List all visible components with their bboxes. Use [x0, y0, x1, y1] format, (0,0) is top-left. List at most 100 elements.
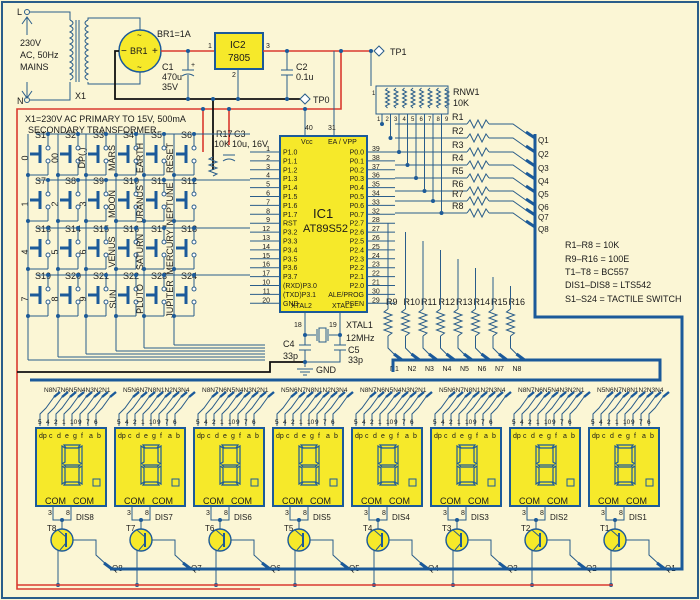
- display-bus-label: N8N7N6N5N4N3N2N1: [202, 387, 269, 394]
- display-pin-number: 7: [323, 419, 327, 426]
- segment-letter: a: [642, 433, 646, 440]
- segment-letter: b: [650, 433, 654, 440]
- segment-icon: [456, 464, 461, 486]
- pin-number: 28: [372, 217, 380, 224]
- transistor-label: T8: [47, 524, 57, 533]
- parts-list-item: T1–T8 = BC557: [565, 267, 629, 277]
- pin-number: 21: [372, 280, 380, 287]
- display-pin-number: 2: [291, 419, 295, 426]
- q-bus-label: Q2: [538, 150, 549, 159]
- segment-letter: dp: [355, 433, 363, 440]
- secondary-coil: [84, 19, 90, 81]
- pin-number: 15: [262, 253, 270, 260]
- decimal-point-icon: [171, 478, 180, 487]
- segment-icon: [552, 444, 557, 466]
- segment-icon: [377, 464, 382, 486]
- rnw-pin-number: 8: [437, 117, 441, 123]
- segment-letter: dp: [513, 433, 521, 440]
- mcu-right-pins: 39P0.038P0.137P0.236P0.335P0.434P0.533P0…: [328, 146, 395, 308]
- pin-name: P0.5: [350, 194, 365, 201]
- display-pin-number: 4: [441, 419, 445, 426]
- pin-number: 10: [262, 280, 270, 287]
- parts-list-item: R1–R8 = 10K: [565, 240, 619, 250]
- tactile-switch[interactable]: S10: [20, 130, 51, 175]
- switch-id: S19: [35, 271, 51, 281]
- display-pin-number: 1: [457, 419, 461, 426]
- pin-name: P0.1: [350, 158, 365, 165]
- segment-icon: [299, 464, 319, 468]
- display-name: DIS8: [76, 513, 94, 522]
- regulator-name: IC2: [230, 40, 246, 51]
- switch-id: S20: [65, 271, 81, 281]
- segment-letter: f: [239, 433, 241, 440]
- resistor-icon: [400, 308, 411, 337]
- segment-icon: [631, 444, 636, 466]
- tactile-switch[interactable]: S71: [20, 176, 51, 221]
- display-pin-number: 5: [38, 419, 42, 426]
- pin-number: 9: [266, 217, 270, 224]
- segment-letter: b: [97, 433, 101, 440]
- segment-icon: [78, 464, 83, 486]
- pin-number: 11: [263, 288, 270, 295]
- pin-name: P2.2: [350, 265, 365, 272]
- segment-letter: dp: [592, 433, 600, 440]
- pin-number: 35: [372, 182, 380, 189]
- segment-icon: [78, 444, 83, 466]
- pin-name: P2.4: [350, 247, 365, 254]
- switch-label: 1: [20, 201, 30, 206]
- segment-icon: [219, 444, 224, 466]
- display-pin-number: 6: [489, 419, 493, 426]
- segment-letter: g: [73, 433, 77, 440]
- mains-voltage: 230V: [20, 38, 41, 48]
- rnw-pin-number: 6: [420, 117, 424, 123]
- resistor-icon: [435, 308, 446, 337]
- segment-letter: e: [302, 433, 306, 440]
- q-bus-label: Q1: [538, 136, 549, 145]
- decimal-point-icon: [566, 478, 575, 487]
- switch-id: S16: [123, 224, 139, 234]
- pin-number: 31: [328, 125, 336, 132]
- live-label: L: [17, 7, 22, 17]
- transistor-label: T2: [521, 524, 531, 533]
- display-pin-number: 9: [552, 419, 556, 426]
- display-name: DIS1: [629, 513, 647, 522]
- segment-letter: f: [634, 433, 636, 440]
- parts-list-item: S1–S24 = TACTILE SWITCH: [565, 294, 681, 304]
- segment-letter: e: [539, 433, 543, 440]
- tactile-switch[interactable]: S82: [50, 176, 81, 221]
- com-label: COM: [440, 496, 461, 506]
- display-pin-number: 9: [394, 419, 398, 426]
- com-label: COM: [361, 496, 382, 506]
- pin-name: P1.2: [283, 167, 298, 174]
- segment-letter: d: [136, 433, 140, 440]
- tactile-switch[interactable]: S93: [78, 176, 109, 221]
- display-pin-number: 5: [512, 419, 516, 426]
- n-bus-label: N6: [478, 366, 487, 373]
- mcu-part: AT89S52: [303, 223, 348, 235]
- segment-letter: g: [468, 433, 472, 440]
- segment-icon: [631, 464, 636, 486]
- svg-text:+: +: [152, 46, 158, 57]
